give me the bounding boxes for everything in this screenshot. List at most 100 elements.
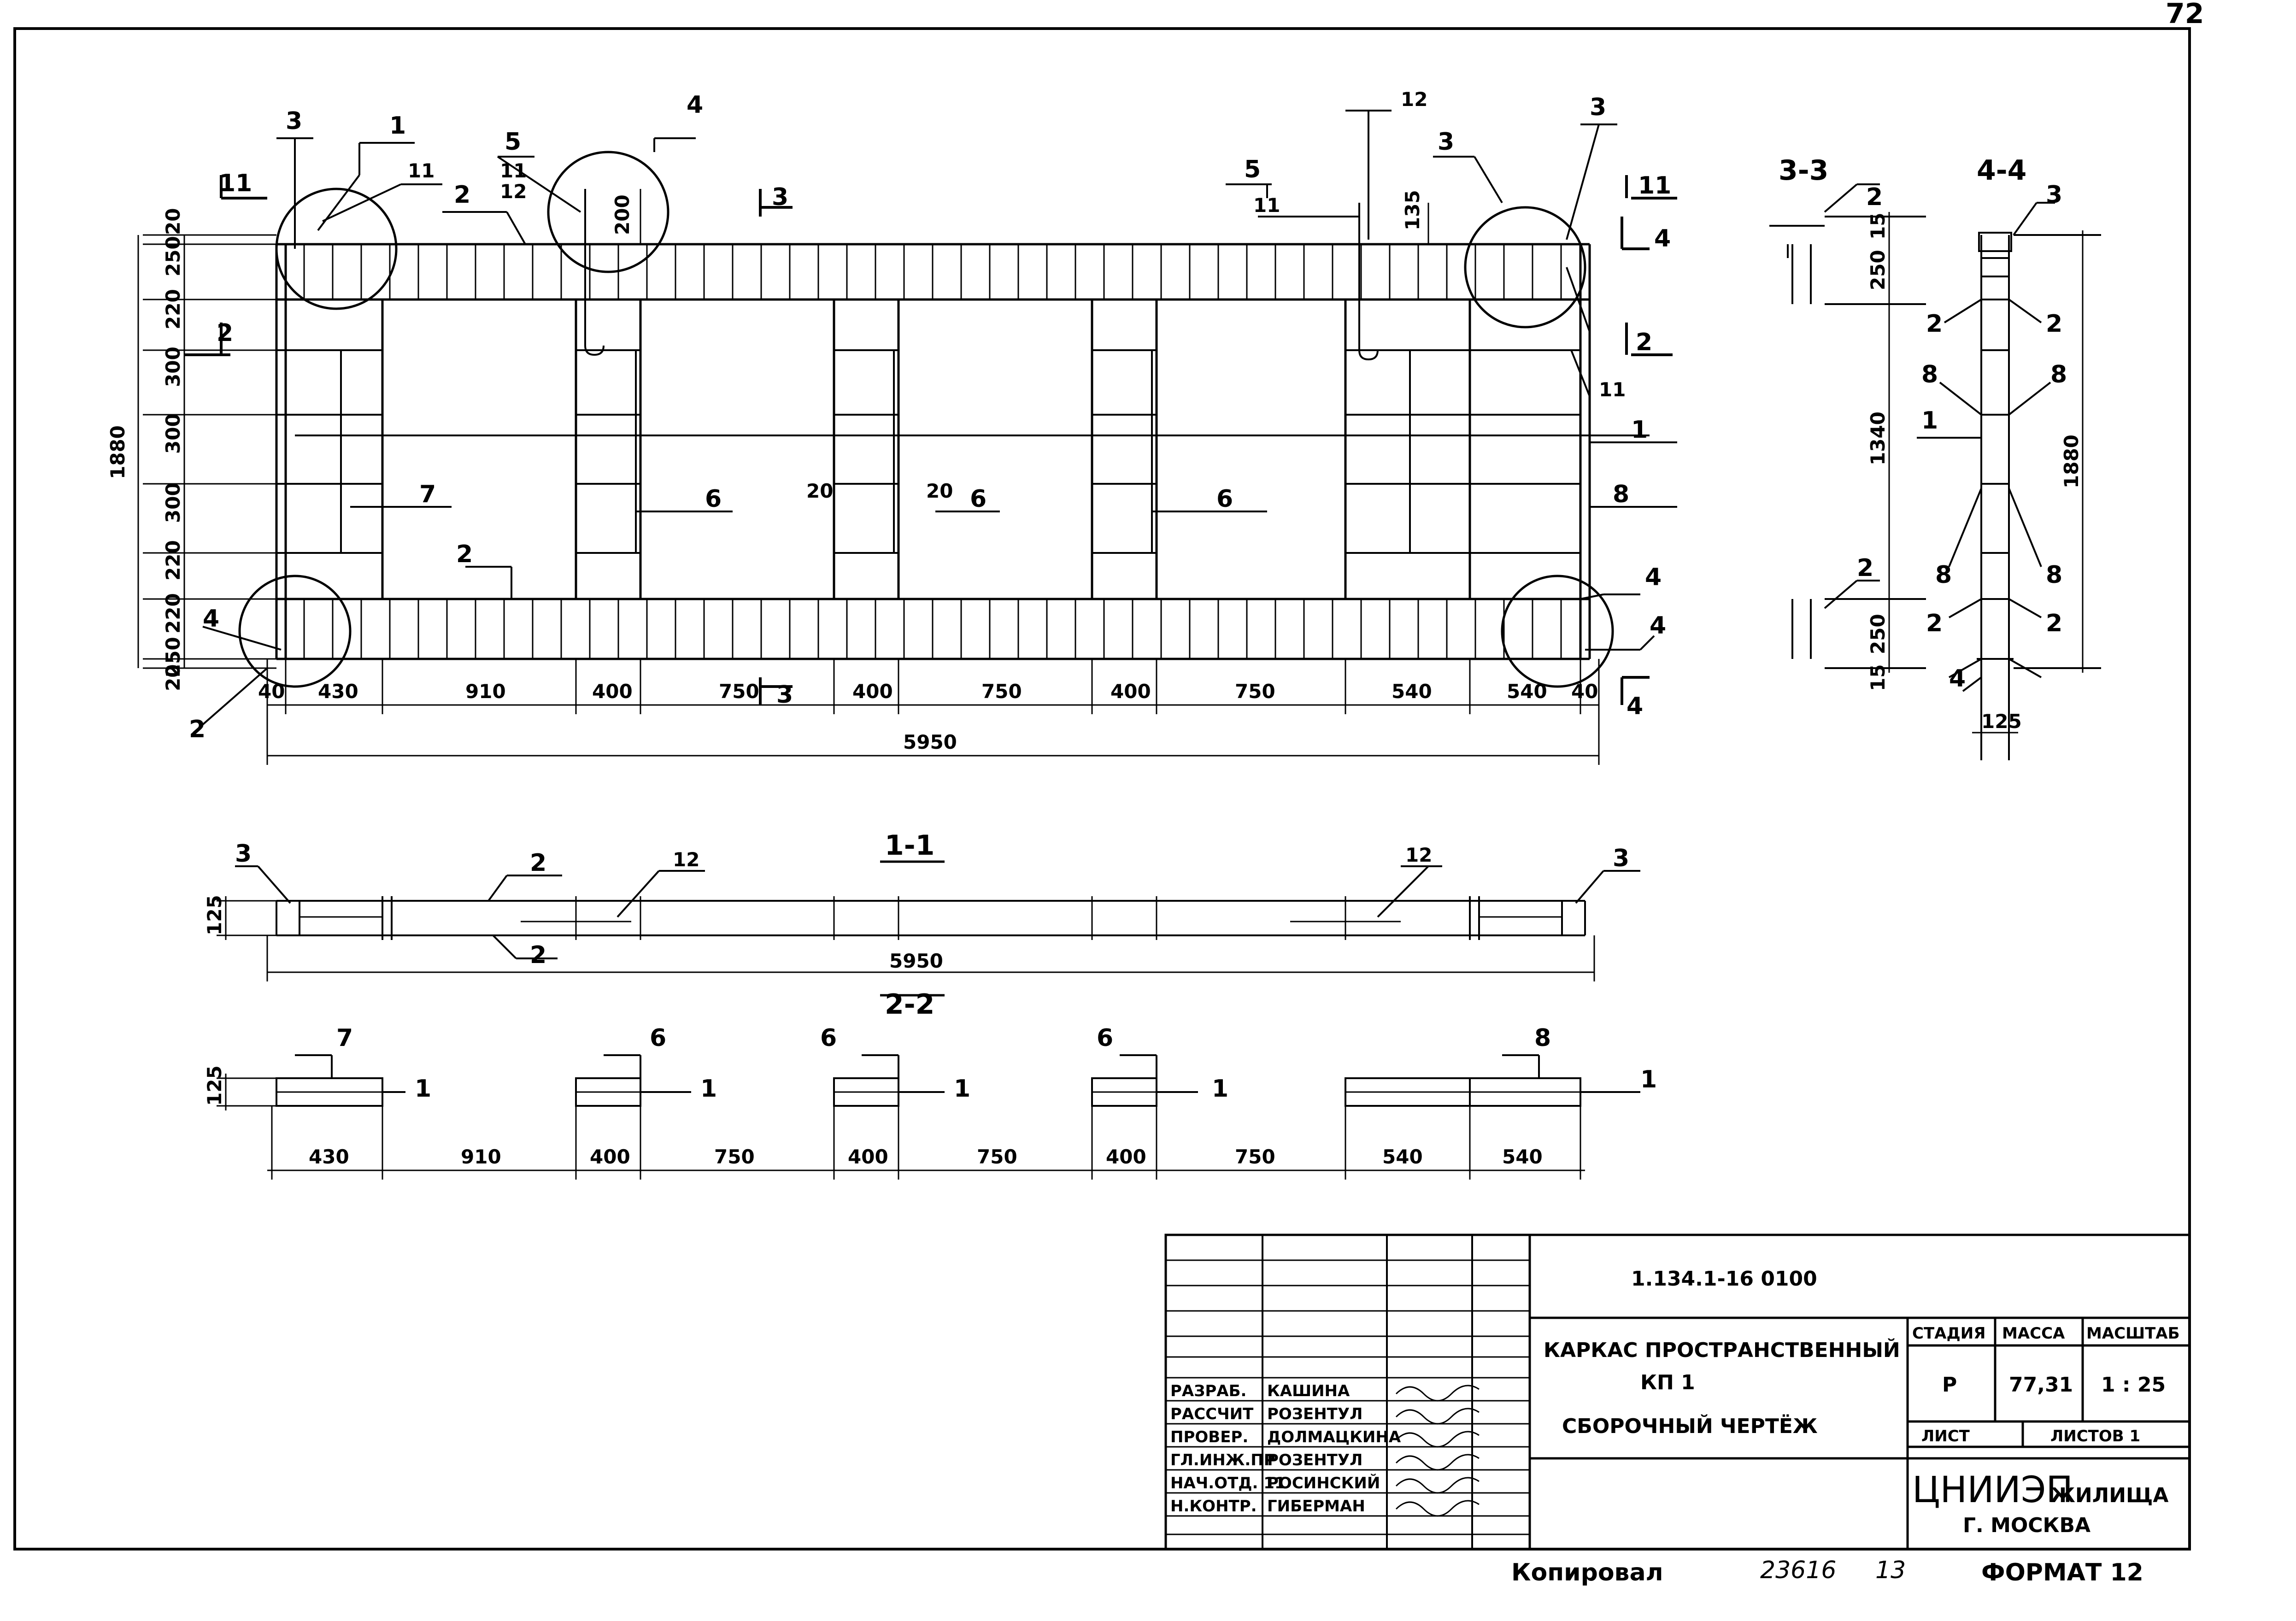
cut-1-left: 11 — [219, 170, 252, 197]
role-name: ДОЛМАЦКИНА — [1267, 1428, 1401, 1446]
section-2-2-dim: 750 — [1235, 1145, 1275, 1168]
callout-3-tr-b: 3 — [1590, 94, 1606, 121]
section-2-2-label: 1 — [415, 1075, 431, 1103]
section-2-2-label: 1 — [1212, 1075, 1228, 1103]
callout-11-tl: 11 — [408, 159, 435, 182]
dim-vert: 250 — [162, 236, 184, 276]
section-4-4-label-2c: 2 — [1926, 610, 1943, 637]
section-2-2-label: 1 — [700, 1075, 717, 1103]
footer-number: 23616 — [1760, 1556, 1836, 1584]
footer-number-2: 13 — [1875, 1556, 1906, 1584]
callout-2-bottom: 2 — [456, 540, 473, 568]
dim-total-length: 5950 — [903, 731, 957, 753]
section-4-4-dim-1880: 1880 — [2060, 435, 2083, 488]
callout-11-br: 11 — [1599, 378, 1626, 401]
role-label: РАССЧИТ — [1170, 1405, 1254, 1423]
callout-6-c: 6 — [1216, 485, 1233, 513]
section-2-2 — [217, 1054, 1640, 1180]
section-4-4-label-2a: 2 — [1926, 310, 1943, 338]
cut-1-right: 11 — [1638, 172, 1671, 200]
dim-vert: 300 — [162, 413, 184, 454]
section-2-2-dim: 540 — [1382, 1145, 1423, 1168]
dim-horiz: 750 — [1235, 680, 1275, 703]
footer-format: ФОРМАТ 12 — [1981, 1559, 2143, 1586]
signature-icon — [1395, 1454, 1480, 1471]
section-1-1-label-12a: 12 — [673, 848, 699, 871]
section-2-2-label: 6 — [820, 1024, 837, 1052]
section-2-2-dim: 750 — [977, 1145, 1017, 1168]
mass-label: МАССА — [2002, 1324, 2065, 1343]
section-4-4-label-3: 3 — [2046, 181, 2062, 209]
callout-4-top: 4 — [687, 91, 703, 119]
stage-label: СТАДИЯ — [1912, 1324, 1985, 1343]
dim-horiz: 750 — [981, 680, 1022, 703]
section-2-2-label: 1 — [1640, 1066, 1657, 1093]
callout-3-tr-a: 3 — [1438, 128, 1454, 156]
org-name-2: ЖИЛИЩА — [2050, 1484, 2168, 1507]
signature-icon — [1395, 1408, 1480, 1425]
section-2-2-label: 6 — [650, 1024, 666, 1052]
section-1-1-label-2a: 2 — [530, 849, 546, 877]
section-3-3 — [1769, 183, 1926, 673]
callout-6-a: 6 — [705, 485, 722, 513]
section-2-2-label: 1 — [954, 1075, 970, 1103]
callout-2-top: 2 — [454, 181, 470, 209]
section-1-1-title: 1-1 — [885, 829, 934, 862]
sheets-count: ЛИСТОВ 1 — [2050, 1427, 2140, 1445]
section-4-4-label-8d: 8 — [2046, 561, 2062, 589]
section-2-2-dim: 750 — [714, 1145, 755, 1168]
section-2-2-dim: 400 — [848, 1145, 888, 1168]
callout-6-b: 6 — [970, 485, 987, 513]
section-2-2-dim: 430 — [309, 1145, 349, 1168]
mass-value: 77,31 — [2009, 1373, 2073, 1397]
role-label: НАЧ.ОТД. 11 — [1170, 1474, 1286, 1492]
doc-code: 1.134.1-16 0100 — [1631, 1267, 1817, 1291]
dim-20-a: 20 — [806, 480, 833, 502]
section-3-3-dim-15b: 15 — [1867, 664, 1889, 691]
sheet-frame — [13, 27, 2191, 1551]
section-2-2-dim: 910 — [461, 1145, 501, 1168]
dim-horiz: 400 — [852, 680, 893, 703]
dim-horiz: 40 — [1571, 680, 1598, 703]
section-2-2-dim: 400 — [590, 1145, 630, 1168]
dim-vert: 220 — [162, 289, 184, 329]
title-block — [1164, 1233, 2191, 1551]
sheet-label: ЛИСТ — [1921, 1427, 1970, 1445]
section-3-3-dim-250a: 250 — [1867, 250, 1889, 290]
callout-4-bl: 4 — [203, 605, 219, 633]
section-1-1-label-12b: 12 — [1405, 844, 1432, 866]
section-4-4-label-1: 1 — [1921, 407, 1938, 435]
callout-7: 7 — [419, 481, 436, 508]
section-1-1-dim-5950: 5950 — [889, 950, 943, 972]
dim-horiz: 400 — [1110, 680, 1151, 703]
dim-vert: 20 — [162, 208, 184, 235]
section-3-3-dim-250b: 250 — [1867, 614, 1889, 654]
cut-3-bottom: 3 — [776, 681, 793, 709]
section-1-1-label-2b: 2 — [530, 941, 546, 969]
callout-12-mid: 12 — [500, 180, 527, 203]
role-name: РОСИНСКИЙ — [1267, 1474, 1380, 1492]
section-2-2-label: 6 — [1097, 1024, 1113, 1052]
section-4-4-label-8b: 8 — [2050, 361, 2067, 388]
section-4-4-title: 4-4 — [1977, 154, 2026, 187]
dim-total-height: 1880 — [106, 425, 129, 479]
cut-3-top: 3 — [772, 183, 788, 211]
cut-4-right: 4 — [1654, 225, 1671, 253]
callout-12-right: 12 — [1401, 88, 1427, 111]
callout-4-br: 4 — [1650, 612, 1666, 640]
section-1-1-label-3b: 3 — [1613, 845, 1629, 872]
cut-2-left: 2 — [217, 319, 233, 347]
section-4-4 — [1917, 202, 2101, 760]
section-4-4-label-8c: 8 — [1935, 561, 1952, 589]
section-3-3-title: 3-3 — [1779, 154, 1828, 187]
dim-vert: 300 — [162, 347, 184, 387]
callout-11-right: 11 — [1253, 194, 1280, 217]
section-4-4-label-8a: 8 — [1921, 361, 1938, 388]
callout-8: 8 — [1613, 481, 1629, 508]
section-2-2-label: 8 — [1534, 1024, 1551, 1052]
scale-value: 1 : 25 — [2101, 1373, 2166, 1397]
dim-horiz: 750 — [719, 680, 759, 703]
org-name: ЦНИИЭП — [1912, 1469, 2073, 1511]
signature-icon — [1395, 1500, 1480, 1517]
